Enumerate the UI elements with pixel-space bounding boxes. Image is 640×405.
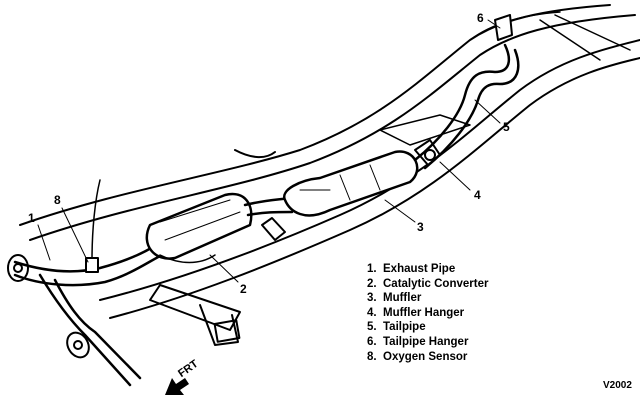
legend-label: Tailpipe Hanger	[383, 335, 469, 348]
front-arrow-icon	[165, 378, 189, 395]
callout-4: 4	[474, 188, 481, 202]
muffler-hanger	[414, 139, 441, 166]
frame-rail-left-inner	[29, 14, 636, 241]
tailpipe-hanger	[494, 14, 513, 41]
leader-5	[474, 99, 501, 124]
callout-6: 6	[477, 11, 484, 25]
tailpipe	[413, 43, 511, 162]
legend-item: 5. Tailpipe	[367, 320, 488, 335]
legend-number: 5.	[367, 321, 377, 334]
legend-item: 6. Tailpipe Hanger	[367, 335, 488, 350]
legend-number: 8.	[367, 350, 377, 363]
legend-number: 1.	[367, 263, 377, 275]
exhaust-flange-left	[7, 254, 29, 282]
legend-number: 6.	[367, 335, 377, 348]
callout-1: 1	[28, 211, 35, 225]
legend-label: Muffler Hanger	[383, 306, 465, 319]
leader-3	[384, 199, 416, 223]
figure-code: V2002	[603, 380, 632, 391]
legend-number: 4.	[367, 306, 377, 319]
leader-4	[439, 161, 471, 191]
legend-label: Exhaust Pipe	[383, 263, 456, 275]
legend-item: 8. Oxygen Sensor	[367, 350, 488, 365]
catalytic-converter	[145, 192, 253, 260]
legend-item: 4. Muffler Hanger	[367, 306, 488, 321]
legend-item: 1. Exhaust Pipe	[367, 262, 488, 277]
callout-3: 3	[417, 220, 424, 234]
legend-number: 2.	[367, 277, 377, 290]
parts-legend: 1. Exhaust Pipe 2. Catalytic Converter 3. M…	[367, 262, 488, 364]
exhaust-pipe	[13, 240, 162, 273]
legend-label: Tailpipe	[383, 321, 426, 334]
legend-number: 3.	[367, 292, 377, 305]
leader-1	[37, 224, 51, 261]
callout-5: 5	[503, 120, 510, 134]
leader-2	[209, 254, 239, 283]
legend-item: 2. Catalytic Converter	[367, 277, 488, 292]
callout-2: 2	[240, 282, 247, 296]
frame-rail-right-inner	[109, 57, 640, 319]
callout-8: 8	[54, 193, 61, 207]
leader-6	[487, 19, 501, 29]
exhaust-flange-right	[66, 331, 90, 359]
legend-label: Catalytic Converter	[383, 277, 489, 290]
oxygen-sensor	[91, 179, 101, 261]
legend-item: 3. Muffler	[367, 291, 488, 306]
legend-label: Muffler	[383, 292, 422, 305]
legend-label: Oxygen Sensor	[383, 350, 468, 363]
leader-8	[61, 207, 89, 263]
crossmember	[149, 284, 241, 331]
